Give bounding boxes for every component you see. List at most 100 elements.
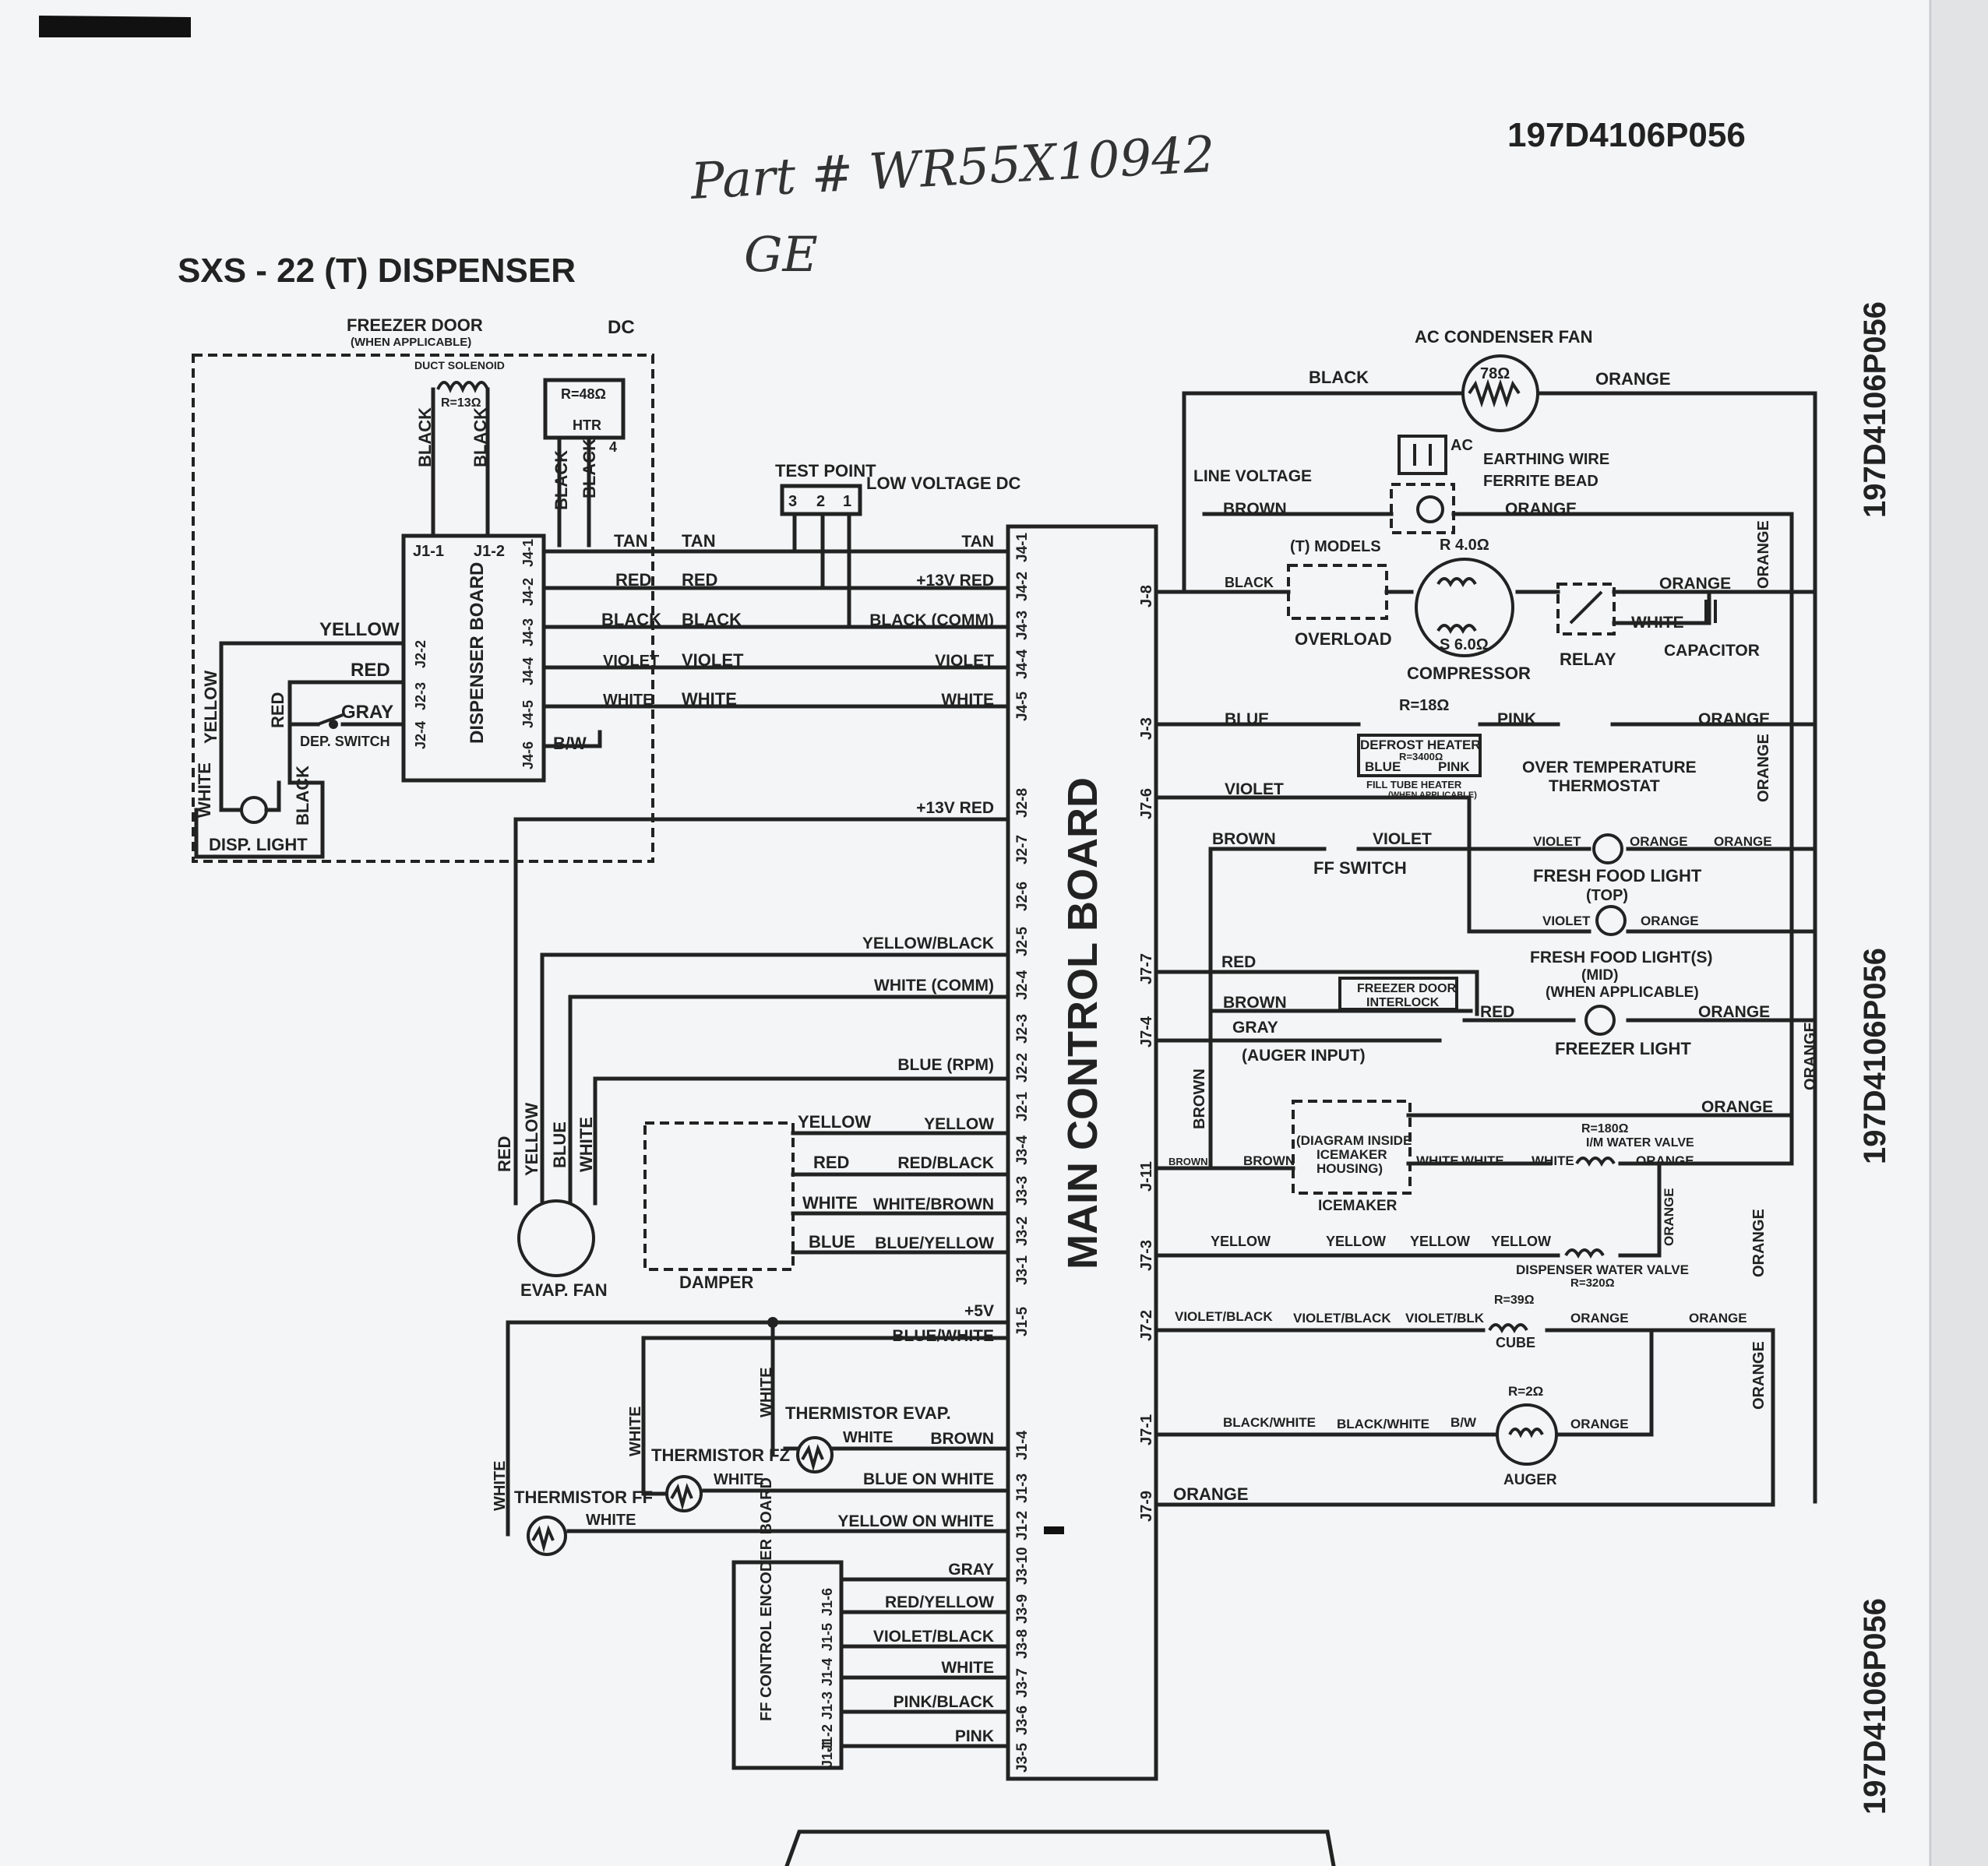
part-code: 197D4106P056 (1507, 116, 1746, 154)
diagram-label: BROWN (1243, 1153, 1295, 1168)
diagram-label: +5V (964, 1302, 994, 1320)
diagram-label: J7-3 (1138, 1240, 1155, 1271)
diagram-label: J3-4 (1014, 1135, 1031, 1165)
diagram-label: RED (813, 1153, 849, 1172)
diagram-label: RED (351, 660, 390, 681)
dispenser-board-label: DISPENSER BOARD (467, 562, 488, 744)
diagram-label: WHITE (1461, 1153, 1504, 1168)
diagram-label: VIOLET/BLACK (1293, 1311, 1391, 1326)
diagram-label: WHITE (941, 691, 994, 709)
diagram-label: INTERLOCK (1366, 996, 1440, 1009)
diagram-label: WHITE (586, 1512, 636, 1529)
diagram-label: DISPENSER WATER VALVE (1516, 1262, 1689, 1277)
diagram-label: R=320Ω (1570, 1276, 1615, 1290)
diagram-label: TAN (614, 531, 648, 551)
diagram-label: J4-2 (1014, 572, 1031, 601)
diagram-label: LINE VOLTAGE (1193, 467, 1312, 485)
diagram-label: DUCT SOLENOID (414, 359, 505, 371)
diagram-label: ORANGE (1755, 520, 1772, 589)
diagram-label: FF CONTROL ENCODER BOARD (758, 1477, 775, 1721)
diagram-label: WHITE (843, 1429, 893, 1446)
diagram-label: (DIAGRAM INSIDE (1296, 1133, 1412, 1148)
diagram-label: BLACK (1225, 575, 1274, 590)
diagram-label: BLACK (1309, 368, 1369, 387)
diagram-label: J2-6 (1014, 882, 1031, 911)
diagram-label: BROWN (1223, 500, 1287, 518)
diagram-label: FREEZER DOOR (1357, 982, 1457, 995)
diagram-label: RED/BLACK (897, 1154, 994, 1172)
side-code-1: 197D4106P056 (1858, 301, 1892, 518)
diagram-label: GRAY (341, 702, 393, 723)
diagram-label: BLACK/WHITE (1337, 1417, 1429, 1431)
dispenser-section: FREEZER DOOR (WHEN APPLICABLE) DC DUCT S… (192, 315, 661, 863)
diagram-label: R 4.0Ω (1440, 537, 1489, 554)
diagram-label: RED (682, 570, 717, 590)
diagram-label: J3-8 (1014, 1629, 1031, 1659)
diagram-label: J3-9 (1014, 1594, 1031, 1624)
diagram-label: ORANGE (1173, 1484, 1249, 1504)
diagram-label: VIOLET/BLACK (873, 1628, 994, 1646)
diagram-label: J1-6 (820, 1588, 835, 1616)
diagram-label: J2-3 (413, 682, 428, 710)
diagram-label: VIOLET (1373, 830, 1432, 848)
diagram-label: J2-3 (1014, 1014, 1031, 1044)
diagram-label: ORANGE (1689, 1311, 1747, 1326)
diagram-label: YELLOW (1326, 1234, 1386, 1249)
diagram-label: J3-10 (1014, 1547, 1031, 1585)
diagram-label: S 6.0Ω (1440, 636, 1489, 653)
diagram-label: BLACK (COMM) (869, 611, 994, 629)
diagram-label: OVER TEMPERATURE (1522, 759, 1697, 776)
diagram-label: ORANGE (1750, 1341, 1768, 1410)
diagram-label: LOW VOLTAGE DC (866, 474, 1020, 493)
encoder-board: FF CONTROL ENCODER BOARD J1-6 J1-5 J1-4 … (731, 1477, 1010, 1770)
diagram-label: BLACK (682, 610, 742, 629)
diagram-label: YELLOW/BLACK (862, 935, 994, 952)
page-edge-shadow (1932, 0, 1988, 1866)
diagram-label: BROWN (1212, 830, 1276, 848)
diagram-label: J2-2 (1014, 1053, 1031, 1083)
diagram-label: BLUE (1365, 759, 1401, 774)
diagram-label: BLACK (601, 610, 661, 629)
diagram-label: FREEZER LIGHT (1555, 1039, 1691, 1058)
diagram-label: AC CONDENSER FAN (1415, 327, 1593, 347)
diagram-label: ORANGE (1714, 834, 1772, 849)
diagram-label: ICEMAKER (1317, 1147, 1387, 1162)
diagram-label: WHITE (802, 1193, 858, 1213)
diagram-label: B/W (1450, 1415, 1477, 1430)
diagram-label: ORANGE (1641, 914, 1699, 928)
diagram-label: 3 (788, 493, 797, 510)
diagram-label: J1-3 (1014, 1473, 1031, 1503)
diagram-label: J2-2 (413, 640, 428, 668)
diagram-label: B/W (553, 734, 587, 753)
diagram-label: +13V RED (916, 799, 994, 817)
main-control-board: MAIN CONTROL BOARD J4-1 J4-2 J4-3 J4-4 J… (837, 524, 1158, 1781)
diagram-label: FRESH FOOD LIGHT (1533, 866, 1702, 885)
diagram-label: RED/YELLOW (885, 1593, 994, 1611)
diagram-label: J2-8 (1014, 788, 1031, 818)
diagram-label: BLUE (809, 1232, 855, 1252)
diagram-label: ORANGE (1701, 1098, 1773, 1116)
diagram-label: J3-6 (1014, 1706, 1031, 1735)
damper: DAMPER YELLOW RED WHITE BLUE (643, 1112, 1010, 1292)
diagram-label: J4-4 (520, 657, 536, 685)
diagram-label: FERRITE BEAD (1483, 473, 1599, 490)
diagram-label: J7-7 (1138, 953, 1155, 984)
diagram-label: THERMISTOR EVAP. (785, 1403, 951, 1423)
diagram-label: J1-1 (413, 543, 444, 560)
diagram-label: WHITE (627, 1407, 644, 1456)
diagram-label: R=2Ω (1508, 1384, 1543, 1399)
diagram-label: FILL TUBE HEATER (1366, 779, 1462, 790)
diagram-label: BLUE (RPM) (897, 1056, 994, 1074)
diagram-label: FRESH FOOD LIGHT(S) (1530, 949, 1713, 966)
diagram-label: J2-4 (1014, 970, 1031, 1000)
diagram-label: YELLOW (1491, 1234, 1551, 1249)
diagram-label: OVERLOAD (1295, 629, 1392, 649)
diagram-label: PINK (955, 1727, 994, 1745)
diagram-label: RED (1221, 953, 1256, 971)
diagram-label: J4-4 (1014, 650, 1031, 679)
diagram-label: RELAY (1560, 650, 1616, 669)
diagram-label: MAIN CONTROL BOARD (1059, 777, 1106, 1269)
side-code-3: 197D4106P056 (1858, 1598, 1892, 1815)
diagram-label: J1-4 (1014, 1431, 1031, 1460)
diagram-label: RED (495, 1136, 514, 1172)
